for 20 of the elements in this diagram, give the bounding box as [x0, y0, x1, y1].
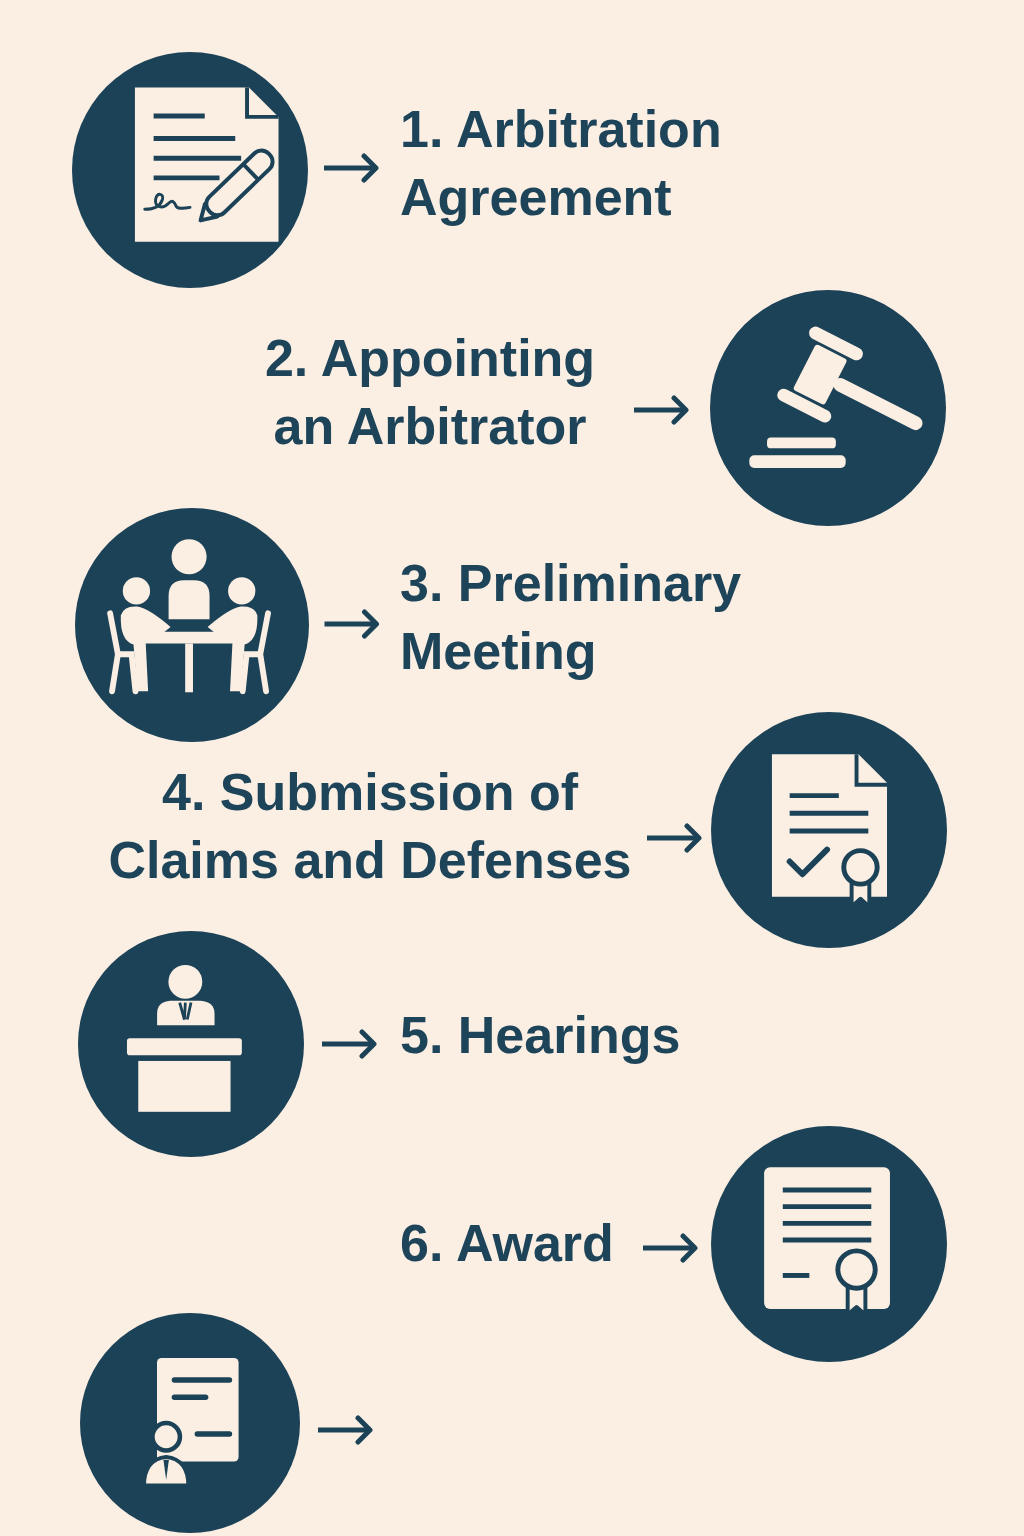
arrow — [318, 1415, 373, 1445]
arrow — [643, 1233, 698, 1263]
gavel-icon — [710, 290, 946, 526]
step-title: 4. Submission of Claims and Defenses — [105, 758, 635, 894]
step-title: 1. Arbitration Agreement — [392, 95, 762, 231]
step-title: 5. Hearings — [392, 1001, 712, 1069]
speaker-podium-icon — [78, 931, 304, 1157]
meeting-table-icon — [75, 508, 309, 742]
certificate-document-icon — [711, 712, 947, 948]
arrow — [324, 609, 379, 639]
document-person-icon — [80, 1313, 300, 1533]
step-title: 3. Preliminary Meeting — [392, 549, 772, 685]
arrow — [322, 1029, 377, 1059]
award-certificate-icon — [711, 1126, 947, 1362]
arrow — [324, 153, 379, 183]
signed-document-icon — [72, 52, 308, 288]
step-title: 6. Award — [392, 1209, 627, 1277]
arrow — [634, 395, 689, 425]
step-title: 2. Appointing an Arbitrator — [250, 324, 610, 460]
arrow — [647, 823, 702, 853]
